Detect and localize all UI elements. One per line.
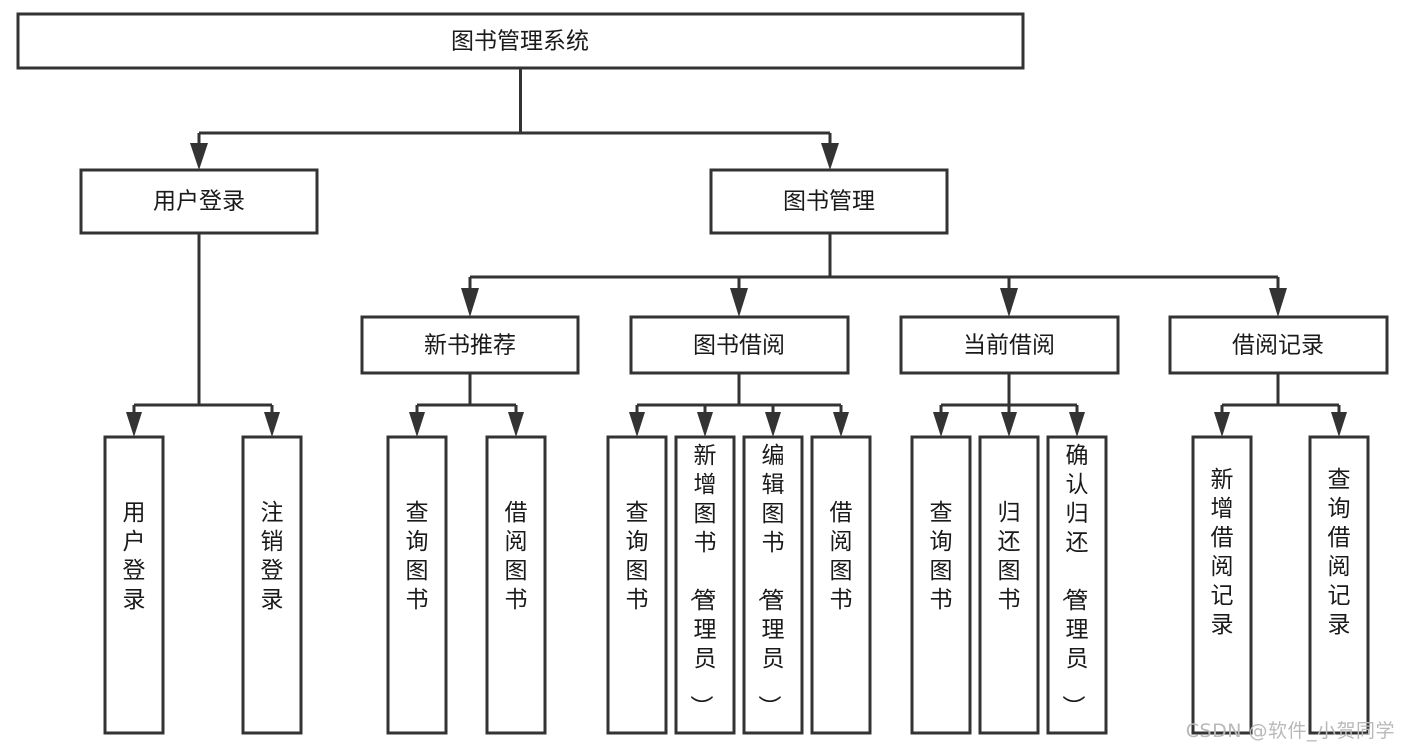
- node-newbook[interactable]: 新书推荐: [360, 315, 580, 375]
- node-leaf6[interactable]: 新增图书（管理员）: [674, 435, 736, 735]
- node-leaf11-box[interactable]: [1046, 435, 1108, 735]
- arrow-head-leaf9: [933, 412, 949, 437]
- node-leaf1-box[interactable]: [103, 435, 165, 735]
- node-leaf3[interactable]: 查询图书: [386, 435, 448, 735]
- node-borrow[interactable]: 图书借阅: [629, 315, 850, 375]
- arrow-head-login: [190, 143, 208, 170]
- node-leaf4[interactable]: 借阅图书: [485, 435, 547, 735]
- node-leaf13-label: 查询借阅记录: [1328, 467, 1351, 638]
- arrow-head-leaf1: [126, 412, 142, 437]
- node-root[interactable]: 图书管理系统: [16, 12, 1025, 70]
- connector-group-root: [190, 68, 839, 170]
- node-leaf7-label: 编辑图书（管理员）: [756, 443, 785, 718]
- node-leaf12-label: 新增借阅记录: [1211, 467, 1234, 638]
- node-leaf11-label: 确认归还（管理员）: [1060, 443, 1089, 718]
- node-leaf5-box[interactable]: [606, 435, 668, 735]
- node-leaf10-label: 归还图书: [998, 500, 1021, 613]
- node-current-box[interactable]: [899, 315, 1120, 375]
- node-leaf1-label: 用户登录: [123, 500, 146, 613]
- node-leaf9-box[interactable]: [910, 435, 972, 735]
- arrow-head-leaf3: [409, 412, 425, 437]
- connector-group-current: [933, 373, 1085, 437]
- node-newbook-label: 新书推荐: [424, 333, 516, 359]
- arrow-head-leaf2: [264, 412, 280, 437]
- node-login-label: 用户登录: [153, 189, 245, 215]
- node-leaf9-label: 查询图书: [930, 500, 953, 613]
- node-leaf8[interactable]: 借阅图书: [810, 435, 872, 735]
- arrow-head-leaf4: [508, 412, 524, 437]
- node-bookmgmt[interactable]: 图书管理: [709, 168, 949, 235]
- node-leaf10-box[interactable]: [978, 435, 1040, 735]
- connector-group-borrow: [629, 373, 849, 437]
- node-login[interactable]: 用户登录: [79, 168, 319, 235]
- arrow-head-current: [1000, 288, 1018, 317]
- node-leaf9[interactable]: 查询图书: [910, 435, 972, 735]
- node-current-label: 当前借阅: [963, 333, 1055, 359]
- node-leaf8-box[interactable]: [810, 435, 872, 735]
- node-root-label: 图书管理系统: [451, 29, 589, 55]
- node-leaf7-box[interactable]: [742, 435, 804, 735]
- arrow-head-leaf13: [1331, 412, 1347, 437]
- node-record-label: 借阅记录: [1232, 333, 1324, 359]
- node-leaf3-label: 查询图书: [406, 500, 429, 613]
- arrow-head-leaf12: [1214, 412, 1230, 437]
- node-bookmgmt-box[interactable]: [709, 168, 949, 235]
- connector-group-bookmgmt: [461, 233, 1287, 317]
- arrow-head-leaf10: [1001, 412, 1017, 437]
- node-leaf2-box[interactable]: [241, 435, 303, 735]
- node-record-box[interactable]: [1168, 315, 1389, 375]
- node-leaf13-box[interactable]: [1308, 435, 1370, 735]
- arrow-head-record: [1269, 288, 1287, 317]
- node-root-box[interactable]: [16, 12, 1025, 70]
- node-leaf5-label: 查询图书: [626, 500, 649, 613]
- node-leaf3-box[interactable]: [386, 435, 448, 735]
- node-leaf4-label: 借阅图书: [505, 500, 528, 613]
- arrow-head-newbook: [461, 288, 479, 317]
- node-leaf8-label: 借阅图书: [830, 500, 853, 613]
- arrow-head-leaf11: [1069, 412, 1085, 437]
- node-bookmgmt-label: 图书管理: [783, 189, 875, 215]
- node-leaf5[interactable]: 查询图书: [606, 435, 668, 735]
- node-leaf2[interactable]: 注销登录: [241, 435, 303, 735]
- node-leaf1[interactable]: 用户登录: [103, 435, 165, 735]
- node-leaf4-box[interactable]: [485, 435, 547, 735]
- node-leaf12-box[interactable]: [1191, 435, 1253, 735]
- node-leaf10[interactable]: 归还图书: [978, 435, 1040, 735]
- node-record[interactable]: 借阅记录: [1168, 315, 1389, 375]
- arrow-head-leaf5: [629, 412, 645, 437]
- node-borrow-box[interactable]: [629, 315, 850, 375]
- node-borrow-label: 图书借阅: [693, 333, 785, 359]
- connector-group-login: [126, 233, 280, 437]
- node-leaf12[interactable]: 新增借阅记录: [1191, 435, 1253, 735]
- node-leaf6-label: 新增图书（管理员）: [688, 443, 717, 718]
- node-leaf11[interactable]: 确认归还（管理员）: [1046, 435, 1108, 735]
- arrow-head-borrow: [730, 288, 748, 317]
- arrow-head-bookmgmt: [821, 143, 839, 170]
- connector-group-record: [1214, 373, 1347, 437]
- node-leaf6-box[interactable]: [674, 435, 736, 735]
- connector-group-newbook: [409, 373, 524, 437]
- node-newbook-box[interactable]: [360, 315, 580, 375]
- node-leaf2-label: 注销登录: [261, 500, 284, 613]
- node-leaf13[interactable]: 查询借阅记录: [1308, 435, 1370, 735]
- arrow-head-leaf7: [765, 412, 781, 437]
- arrow-head-leaf6: [697, 412, 713, 437]
- node-leaf7[interactable]: 编辑图书（管理员）: [742, 435, 804, 735]
- arrow-head-leaf8: [833, 412, 849, 437]
- node-login-box[interactable]: [79, 168, 319, 235]
- node-current[interactable]: 当前借阅: [899, 315, 1120, 375]
